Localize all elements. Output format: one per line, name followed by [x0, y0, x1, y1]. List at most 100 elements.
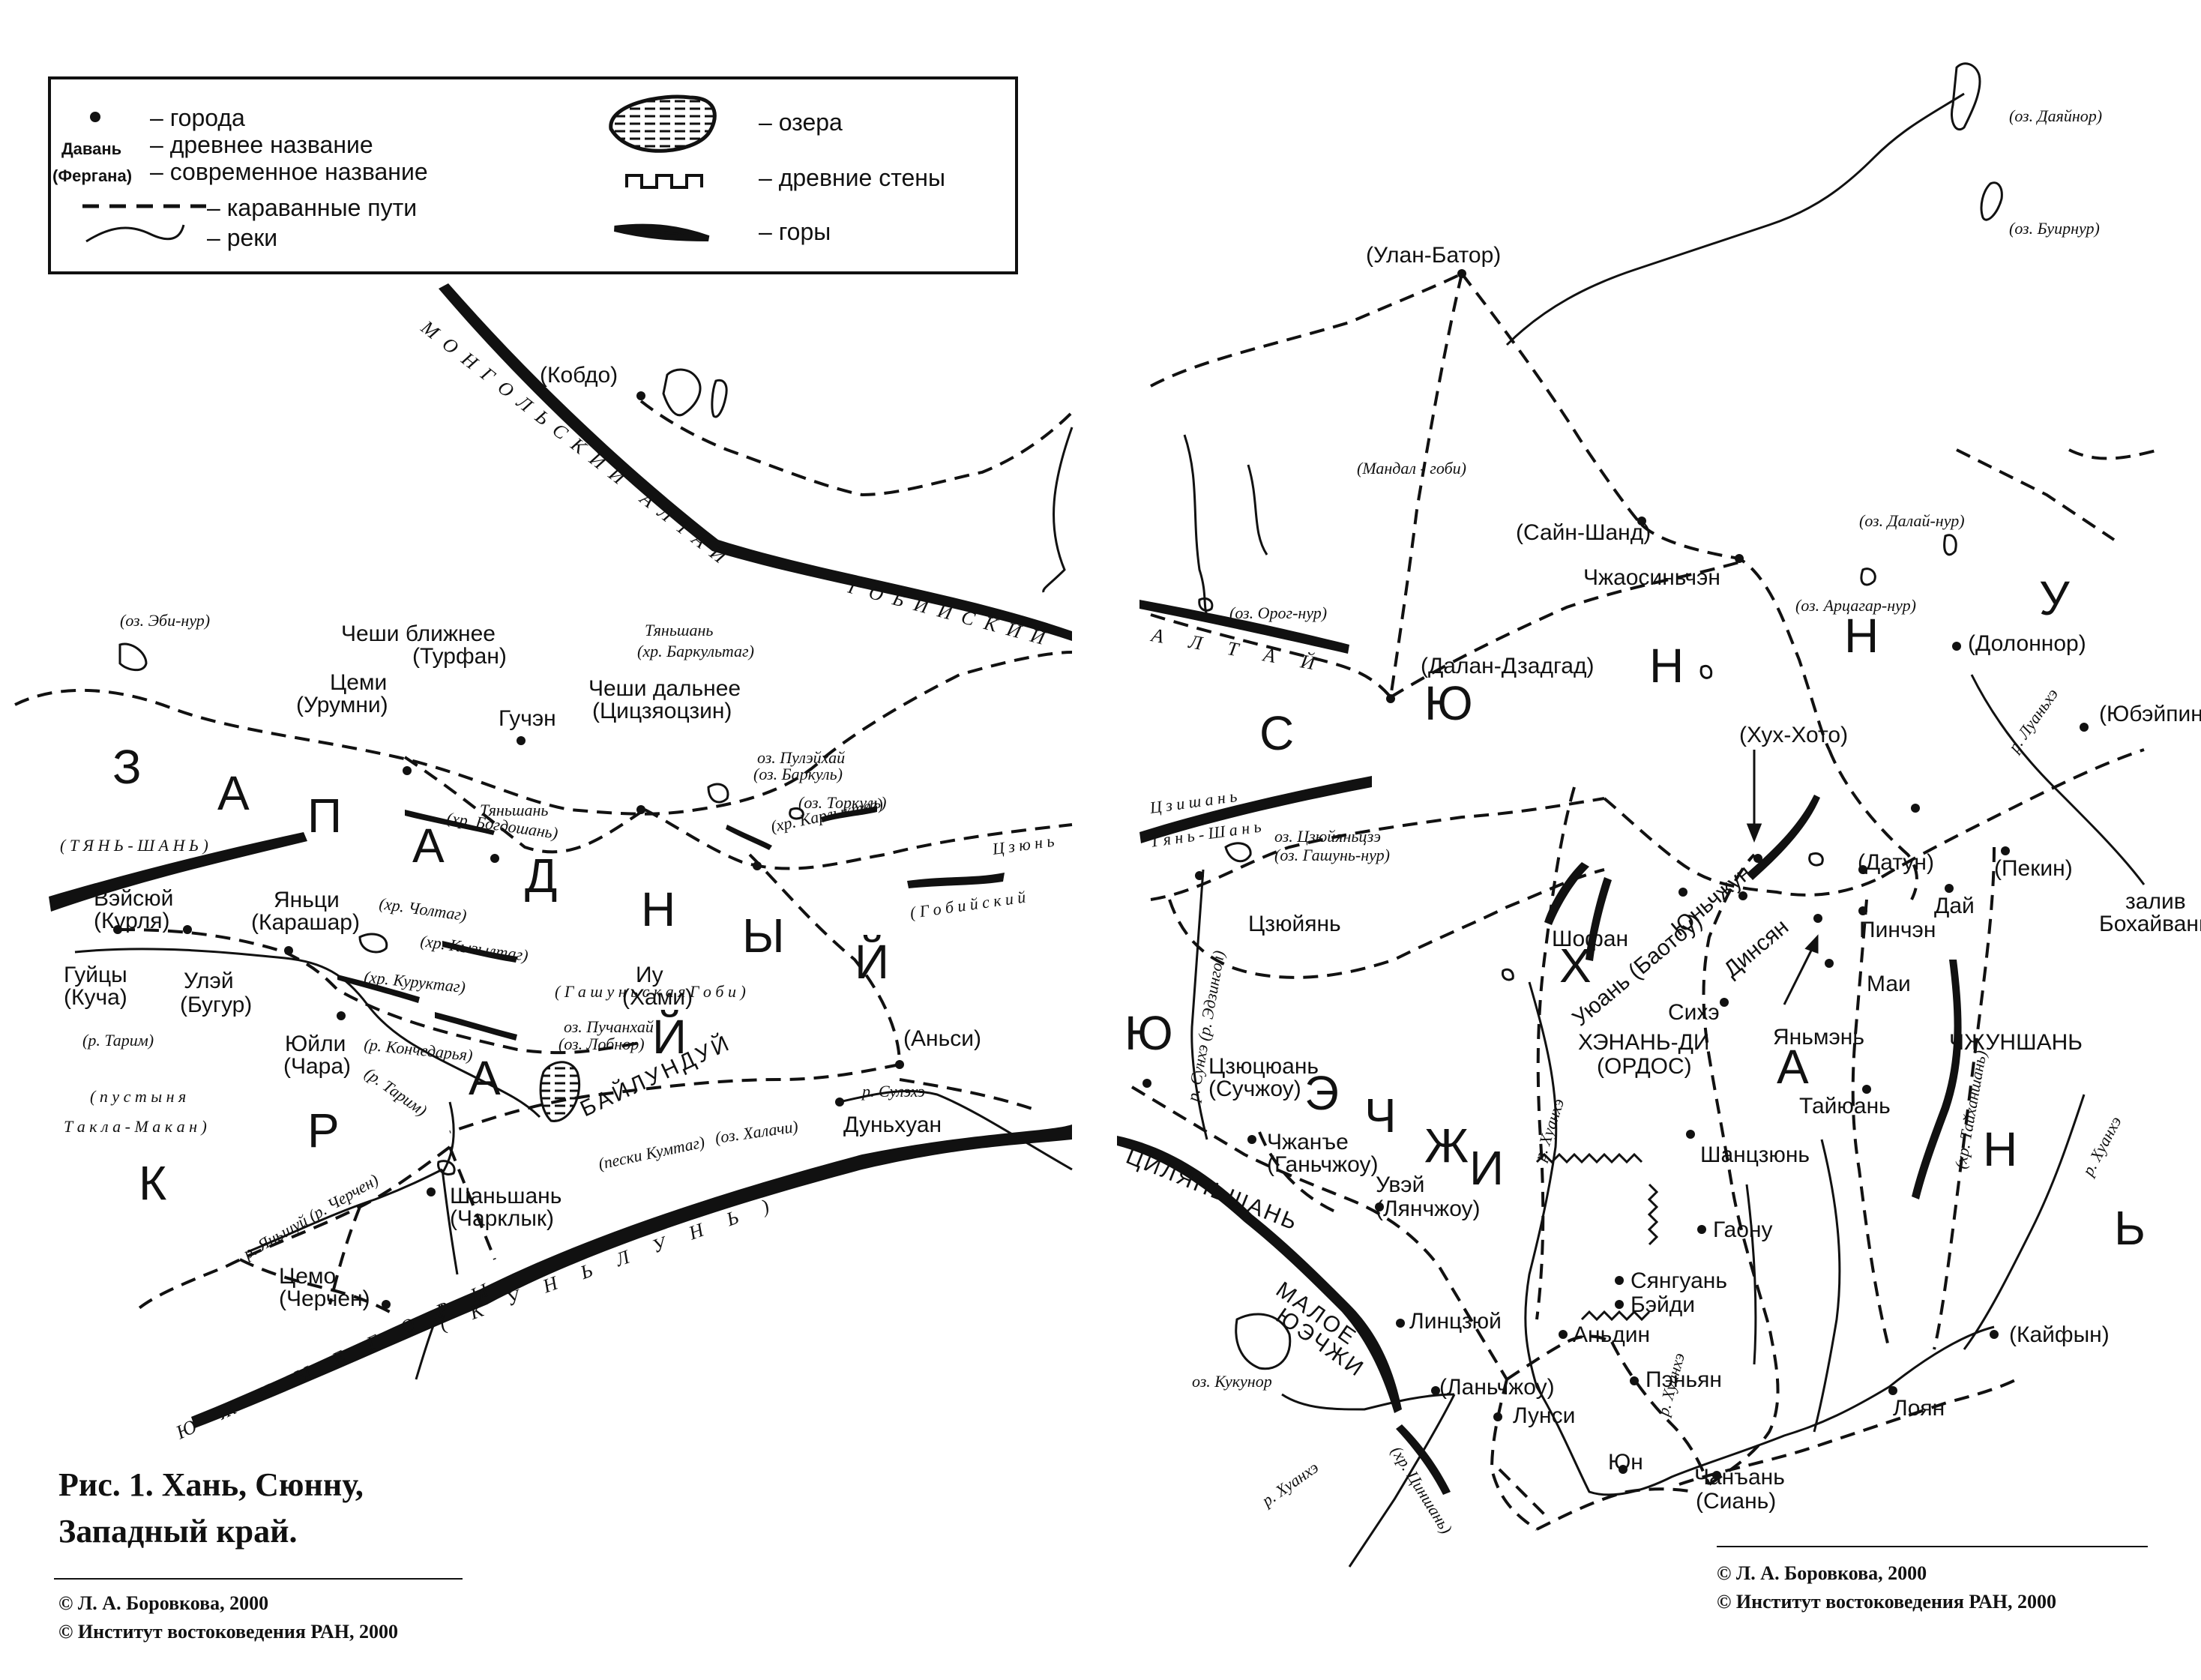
- label-kukunor: оз. Кукунор: [1192, 1372, 1272, 1391]
- city-dot: [1375, 1202, 1384, 1211]
- region-zapadny-kray: З А П А Д Н Ы Й К Р А Й: [112, 740, 891, 1210]
- figure-caption: Рис. 1. Хань, Сюнну, Западный край.: [58, 1462, 364, 1555]
- label-konchedarya: (р. Кончедарья): [363, 1035, 473, 1065]
- city-dot: [1637, 517, 1646, 526]
- label-arcagar: (оз. Арцагар-нур): [1795, 596, 1916, 615]
- legend-modern-sample: (Фергана): [52, 166, 132, 185]
- city-dot: [636, 391, 645, 400]
- city-dot: [1686, 1130, 1695, 1139]
- label-pulyhai: оз. Пулэйхай: [757, 748, 845, 767]
- label-huanhe-sw: р. Хуанхэ: [1257, 1457, 1322, 1511]
- label-kyzyltag: (хр. Кызылтаг): [419, 931, 529, 965]
- label-loyan: Лоян: [1893, 1396, 1945, 1421]
- label-sihe: Сихэ: [1668, 1000, 1720, 1025]
- region-letter: Й: [855, 934, 891, 989]
- label-turfan: (Турфан): [412, 644, 507, 669]
- label-lobnor: (оз. Лобнор): [558, 1035, 645, 1053]
- label-penyan: Пэньян: [1646, 1367, 1722, 1392]
- city-dot: [1615, 1300, 1624, 1309]
- city-dot: [1247, 1135, 1256, 1144]
- label-kaifyn: (Кайфын): [2009, 1322, 2110, 1347]
- city-dot: [1630, 1376, 1639, 1385]
- label-shanczyun: Шанцзюнь: [1700, 1142, 1810, 1167]
- label-henan: ХЭНАНЬ-ДИ: [1578, 1030, 1709, 1055]
- label-veysyuy: Вэйсюй: [94, 886, 173, 911]
- city-dot: [835, 1098, 844, 1107]
- copyright-institute: © Институт востоковедения РАН, 2000: [58, 1621, 398, 1643]
- city-dot: [490, 854, 499, 863]
- legend-walls: – древние стены: [759, 164, 945, 191]
- kerulen-river: [1505, 92, 1965, 346]
- city-dot: [337, 1011, 346, 1020]
- region-letter: Й: [652, 1009, 688, 1064]
- label-yanshuy: р. Яньшуй (р. Черчен): [238, 1170, 382, 1264]
- label-kumtag: (пески Кумтаг): [597, 1132, 706, 1172]
- label-sian: (Сиань): [1696, 1489, 1776, 1514]
- region-han: Х А Н Ь: [1559, 939, 2146, 1255]
- divider: [54, 1578, 463, 1580]
- label-mai: Маи: [1867, 972, 1911, 996]
- region-syunnu: С Ю Н Н У: [1259, 571, 2070, 760]
- label-kobdo: (Кобдо): [540, 363, 618, 388]
- label-desert1: ( п у с т ы н я: [90, 1087, 186, 1106]
- region-letter: П: [307, 789, 343, 843]
- caption-line2: Западный край.: [58, 1513, 298, 1550]
- label-czyuyan: Цзюйянь: [1248, 912, 1341, 936]
- bosten-lake-icon: [358, 933, 388, 954]
- city-dot: [403, 766, 412, 775]
- label-mandal: (Мандал - гоби): [1357, 459, 1466, 478]
- city-dot: [183, 925, 192, 934]
- label-yanci: Яньци: [274, 888, 340, 912]
- label-ordos: (ОРДОС): [1597, 1054, 1692, 1079]
- label-dalainur: (оз. Далай-нур): [1859, 511, 1965, 530]
- label-tianshan-bogd: Тяньшань: [480, 801, 548, 819]
- city-dot: [1888, 1386, 1897, 1395]
- region-letter: И: [1469, 1141, 1505, 1195]
- label-choltag: (хр. Чолтаг): [378, 894, 468, 924]
- region-letter: Н: [1844, 609, 1880, 663]
- label-huhhoto: (Хух-Хото): [1739, 723, 1848, 747]
- label-suchzhou: (Сучжоу): [1208, 1077, 1301, 1101]
- label-gashun-gobi: ( Г а ш у н ь с к а я Г о б и ): [555, 982, 746, 1001]
- city-dot: [1858, 865, 1867, 874]
- legend-ancient: – древнее название: [150, 131, 373, 158]
- city-dot: [1619, 1465, 1628, 1474]
- city-dot: [1945, 884, 1954, 893]
- city-dot: [113, 925, 122, 934]
- city-dot: [1753, 854, 1762, 863]
- label-kurlya: (Курля): [94, 909, 170, 933]
- label-altai: А Л Т А Й: [1148, 624, 1327, 676]
- label-zaliv2: Бохайвань: [2099, 912, 2201, 936]
- label-dalan: (Далан-Дзадгад): [1421, 654, 1594, 678]
- region-letter: А: [1777, 1040, 1810, 1094]
- city-dot: [1858, 906, 1867, 915]
- label-buyrnur: (оз. Буирнур): [2009, 219, 2100, 238]
- label-tarim2: (р. Тарим): [361, 1064, 430, 1120]
- label-dai: Дай: [1934, 894, 1975, 918]
- city-dot: [382, 1300, 391, 1309]
- label-lanchzhou: (Ланьчжоу): [1439, 1375, 1555, 1400]
- region-letter: З: [112, 740, 143, 794]
- label-luanhe: р. Луаньхэ: [2003, 684, 2062, 756]
- city-dot: [1720, 998, 1729, 1007]
- city-dot: [895, 1060, 904, 1069]
- mongol-altai-range: [439, 283, 1072, 641]
- mountain-icon: [614, 223, 710, 241]
- barkul-lake-icon: [707, 783, 729, 804]
- legend-modern: – современное название: [150, 158, 428, 185]
- label-huanhe-e: р. Хуанхэ: [2077, 1113, 2125, 1180]
- legend-lakes: – озера: [759, 109, 843, 136]
- city-dot: [1862, 1085, 1871, 1094]
- label-bugur: (Бугур): [180, 993, 252, 1017]
- east-cities: [1142, 269, 2089, 1480]
- city-dot: [2080, 723, 2089, 732]
- label-charklyk: (Чарклык): [450, 1206, 554, 1231]
- region-letter: А: [412, 819, 446, 873]
- label-barkul: (оз. Баркуль): [753, 765, 843, 783]
- label-tianshan-bark: Тяньшань: [645, 621, 713, 639]
- region-letter: С: [1259, 706, 1295, 760]
- label-gashunnur: (оз. Гашунь-нур): [1274, 846, 1390, 864]
- gashunnur-lake-icon: [1224, 842, 1252, 863]
- label-mongol-altai: МОНГОЛЬСКИЙ АЛТАЙ: [417, 316, 738, 573]
